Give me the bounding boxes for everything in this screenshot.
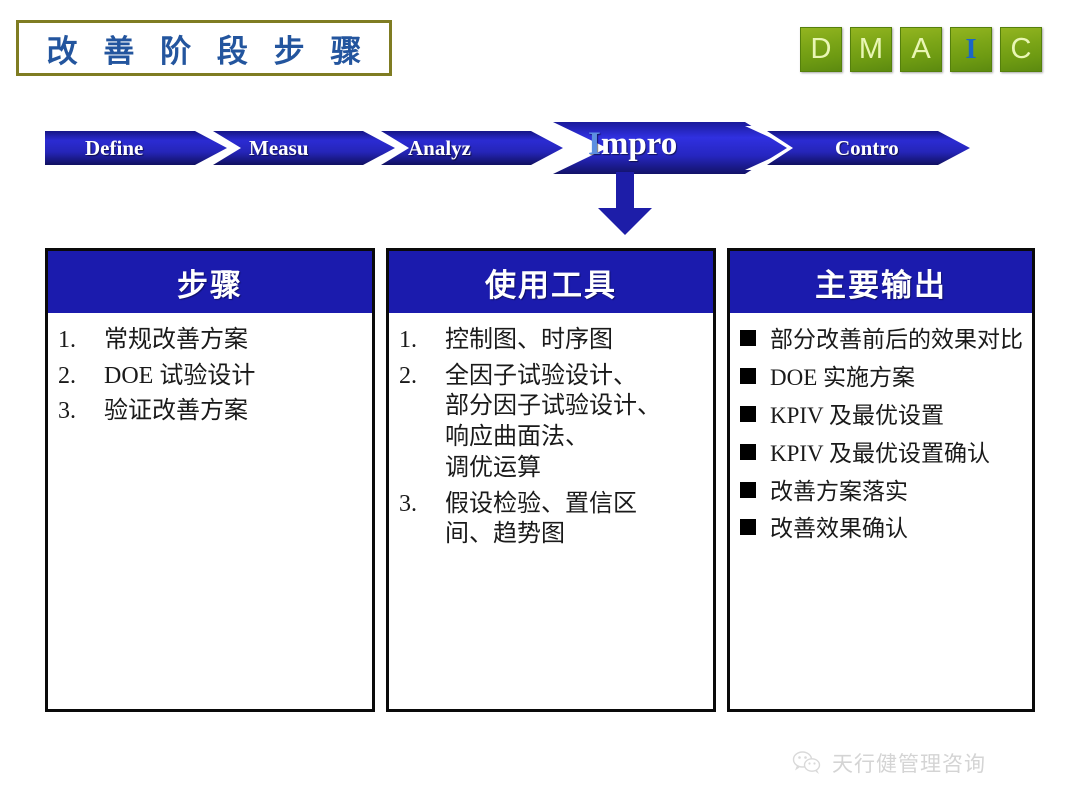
dmaic-letter-a[interactable]: A <box>900 27 942 72</box>
list-item-text: DOE 实施方案 <box>770 364 916 390</box>
dmaic-letter-i[interactable]: I <box>950 27 992 72</box>
banner-label-analyze: Analyz <box>408 136 471 160</box>
list-item: KPIV 及最优设置确认 <box>740 439 1026 469</box>
list-item-number: 3. <box>399 490 417 517</box>
banner-label-measure: Measu <box>249 136 309 160</box>
banner-shape <box>45 122 970 174</box>
list-item-number: 2. <box>58 362 76 389</box>
column-outputs-header: 主要输出 <box>730 251 1032 313</box>
column-outputs-body: 部分改善前后的效果对比 DOE 实施方案 KPIV 及最优设置 KPIV 及最优… <box>730 313 1032 544</box>
wechat-icon <box>792 751 821 774</box>
banner-label-define: Define <box>85 136 144 160</box>
list-item: 改善方案落实 <box>740 477 1026 507</box>
list-item-text: 假设检验、置信区 间、趋势图 <box>445 490 637 548</box>
list-item-text: 控制图、时序图 <box>445 327 613 353</box>
column-tools-header: 使用工具 <box>389 251 713 313</box>
list-item: 改善效果确认 <box>740 514 1026 544</box>
list-item-text: KPIV 及最优设置确认 <box>770 440 991 466</box>
column-steps-body: 1. 常规改善方案 2. DOE 试验设计 3. 验证改善方案 <box>48 313 372 427</box>
column-tools-body: 1. 控制图、时序图 2. 全因子试验设计、 部分因子试验设计、 响应曲面法、 … <box>389 313 713 550</box>
square-bullet-icon <box>740 367 756 384</box>
list-item: 2. DOE 试验设计 <box>58 361 366 392</box>
banner-label-improve-initial: I <box>588 126 601 162</box>
square-bullet-icon <box>740 519 756 536</box>
column-steps-header: 步骤 <box>48 251 372 313</box>
list-item-number: 2. <box>399 362 417 389</box>
dmaic-indicator: D M A I C <box>800 27 1042 72</box>
page-title-box: 改 善 阶 段 步 骤 <box>16 20 392 76</box>
list-item-text: 改善效果确认 <box>770 516 908 542</box>
banner-label-control: Contro <box>835 136 899 160</box>
list-item: 3. 假设检验、置信区 间、趋势图 <box>399 489 707 550</box>
list-item-text: 改善方案落实 <box>770 478 908 504</box>
watermark: 天行健管理咨询 <box>792 748 986 778</box>
list-item-number: 3. <box>58 398 76 425</box>
list-item: KPIV 及最优设置 <box>740 401 1026 431</box>
banner-chevron-3 <box>531 122 607 174</box>
banner-segment-measure[interactable] <box>213 131 395 165</box>
list-item-text: KPIV 及最优设置 <box>770 402 945 428</box>
square-bullet-icon <box>740 330 756 346</box>
square-bullet-icon <box>740 443 756 460</box>
list-item-text: 全因子试验设计、 部分因子试验设计、 响应曲面法、 调优运算 <box>445 362 661 481</box>
list-item: 部分改善前后的效果对比 <box>740 325 1026 355</box>
dmaic-phase-banner: Define Measu Analyz Impro Contro <box>45 122 970 174</box>
banner-label-improve-rest: mpro <box>600 126 678 162</box>
list-item: 1. 控制图、时序图 <box>399 325 707 356</box>
dmaic-letter-d[interactable]: D <box>800 27 842 72</box>
watermark-text: 天行健管理咨询 <box>832 753 986 776</box>
column-outputs: 主要输出 部分改善前后的效果对比 DOE 实施方案 KPIV 及最优设置 KPI… <box>727 248 1035 712</box>
list-item: 3. 验证改善方案 <box>58 396 366 427</box>
list-item: DOE 实施方案 <box>740 363 1026 393</box>
dmaic-letter-m[interactable]: M <box>850 27 892 72</box>
dmaic-letter-c[interactable]: C <box>1000 27 1042 72</box>
page-title: 改 善 阶 段 步 骤 <box>46 33 371 69</box>
list-item-text: DOE 试验设计 <box>104 362 256 389</box>
banner-segment-define[interactable] <box>45 131 227 165</box>
banner-segment-improve[interactable] <box>553 122 787 174</box>
banner-segment-analyze[interactable] <box>381 131 563 165</box>
column-steps: 步骤 1. 常规改善方案 2. DOE 试验设计 3. 验证改善方案 <box>45 248 375 712</box>
list-item: 1. 常规改善方案 <box>58 325 366 356</box>
banner-segment-control[interactable] <box>767 131 970 165</box>
list-item-text: 常规改善方案 <box>104 327 248 353</box>
list-item-number: 1. <box>399 327 417 353</box>
list-item-number: 1. <box>58 327 76 353</box>
square-bullet-icon <box>740 481 756 498</box>
square-bullet-icon <box>740 405 756 422</box>
down-arrow-icon <box>598 172 652 235</box>
banner-label-improve: Impro <box>588 128 677 161</box>
list-item-text: 验证改善方案 <box>104 398 248 425</box>
list-item-text: 部分改善前后的效果对比 <box>770 327 1023 352</box>
column-tools: 使用工具 1. 控制图、时序图 2. 全因子试验设计、 部分因子试验设计、 响应… <box>386 248 716 712</box>
list-item: 2. 全因子试验设计、 部分因子试验设计、 响应曲面法、 调优运算 <box>399 361 707 484</box>
